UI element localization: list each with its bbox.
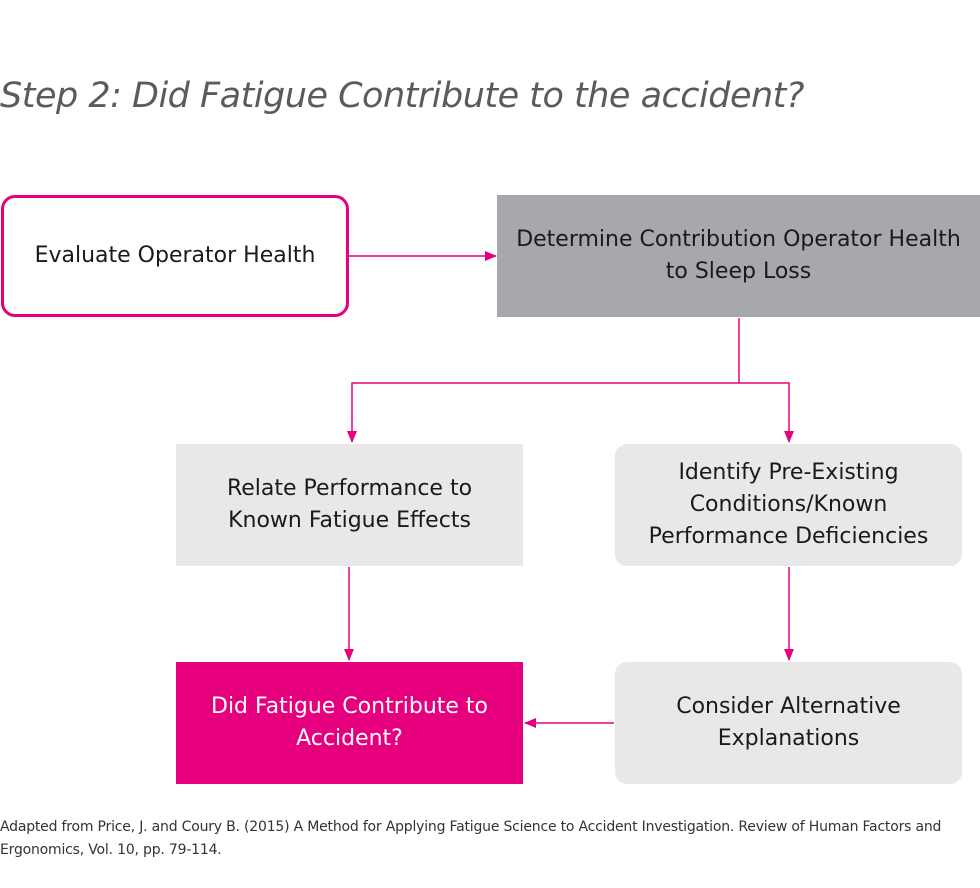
node-determine-contribution: Determine Contribution Operator Health t… <box>497 195 980 317</box>
page-title: Step 2: Did Fatigue Contribute to the ac… <box>0 76 804 116</box>
source-citation: Adapted from Price, J. and Coury B. (201… <box>0 819 942 858</box>
node-label: Did Fatigue Contribute to Accident? <box>211 694 488 751</box>
node-evaluate-operator-health: Evaluate Operator Health <box>1 195 349 317</box>
node-label: Consider Alternative Explanations <box>676 694 901 751</box>
node-label: Identify Pre-Existing Conditions/Known P… <box>648 460 929 549</box>
node-consider-alternatives: Consider Alternative Explanations <box>615 662 962 784</box>
node-label: Relate Performance to Known Fatigue Effe… <box>226 476 473 533</box>
node-label: Determine Contribution Operator Health t… <box>516 227 961 284</box>
node-did-fatigue-contribute: Did Fatigue Contribute to Accident? <box>176 662 523 784</box>
node-label: Evaluate Operator Health <box>34 243 316 268</box>
connector-contribution-split <box>347 318 740 443</box>
connector-split-to-identify <box>739 382 794 443</box>
node-identify-conditions: Identify Pre-Existing Conditions/Known P… <box>615 444 962 566</box>
node-relate-performance: Relate Performance to Known Fatigue Effe… <box>176 444 523 566</box>
